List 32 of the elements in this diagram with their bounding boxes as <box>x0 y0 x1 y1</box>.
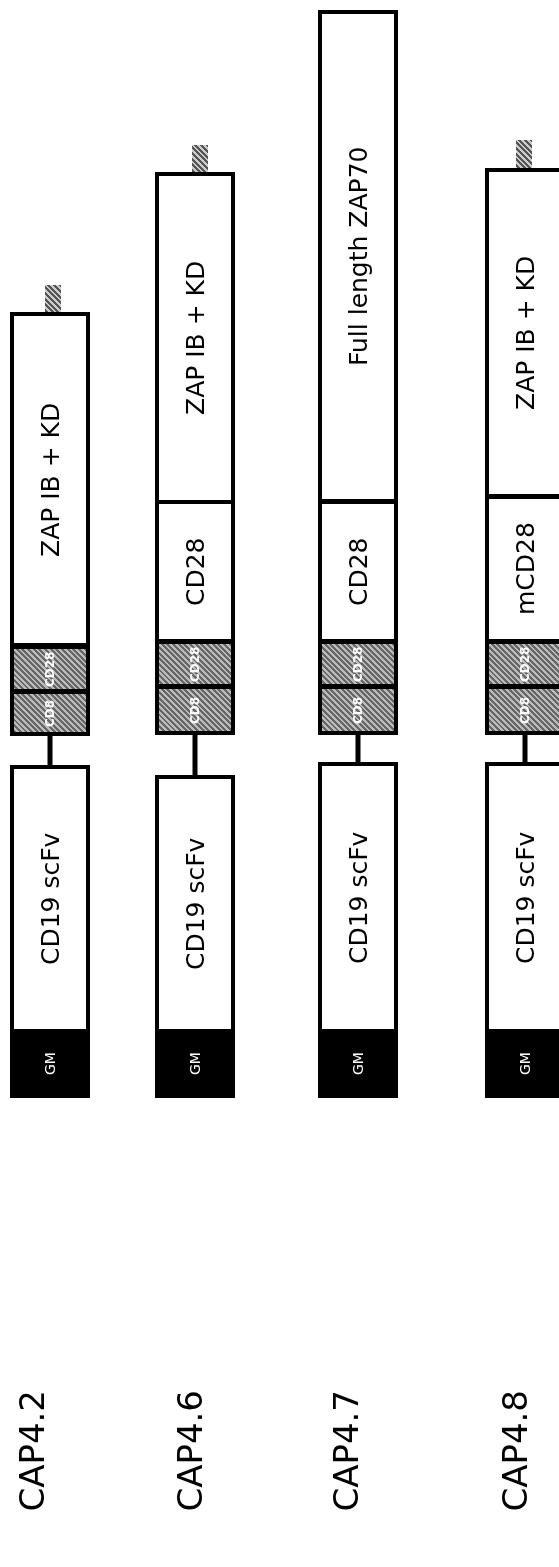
signal-peptide-box: GM <box>10 1030 90 1098</box>
hatched-domain-box: CD8 <box>318 685 398 735</box>
hatched-domain-box: CD28 <box>10 645 90 693</box>
domain-box: ZAP IB + KD <box>10 312 90 647</box>
domain-box: CD19 scFv <box>485 762 559 1033</box>
signal-peptide-box: GM <box>155 1030 235 1098</box>
hatched-domain-box: CD8 <box>10 690 90 736</box>
hatched-tag-bar <box>45 285 61 313</box>
linker-line <box>355 735 361 762</box>
domain-box: CD19 scFv <box>155 775 235 1033</box>
domain-box: CD19 scFv <box>10 765 90 1033</box>
linker-line <box>522 735 528 762</box>
hatched-domain-box: CD28 <box>155 640 235 688</box>
signal-peptide-box: GM <box>318 1030 398 1098</box>
linker-line <box>192 735 198 775</box>
hatched-domain-box: CD28 <box>485 640 559 688</box>
domain-box: CD19 scFv <box>318 762 398 1033</box>
hatched-domain-box: CD8 <box>485 685 559 735</box>
domain-box: ZAP IB + KD <box>485 168 559 498</box>
linker-line <box>47 736 53 765</box>
construct-label: CAP4.2 <box>12 1390 52 1512</box>
construct-label: CAP4.8 <box>495 1390 535 1512</box>
hatched-tag-bar <box>192 145 208 173</box>
signal-peptide-box: GM <box>485 1030 559 1098</box>
domain-box: Full length ZAP70 <box>318 10 398 503</box>
domain-box: mCD28 <box>485 495 559 643</box>
hatched-domain-box: CD28 <box>318 640 398 688</box>
hatched-tag-bar <box>516 140 532 170</box>
domain-box: CD28 <box>318 500 398 643</box>
construct-label: CAP4.6 <box>170 1390 210 1512</box>
hatched-domain-box: CD8 <box>155 685 235 735</box>
construct-label: CAP4.7 <box>326 1390 366 1512</box>
